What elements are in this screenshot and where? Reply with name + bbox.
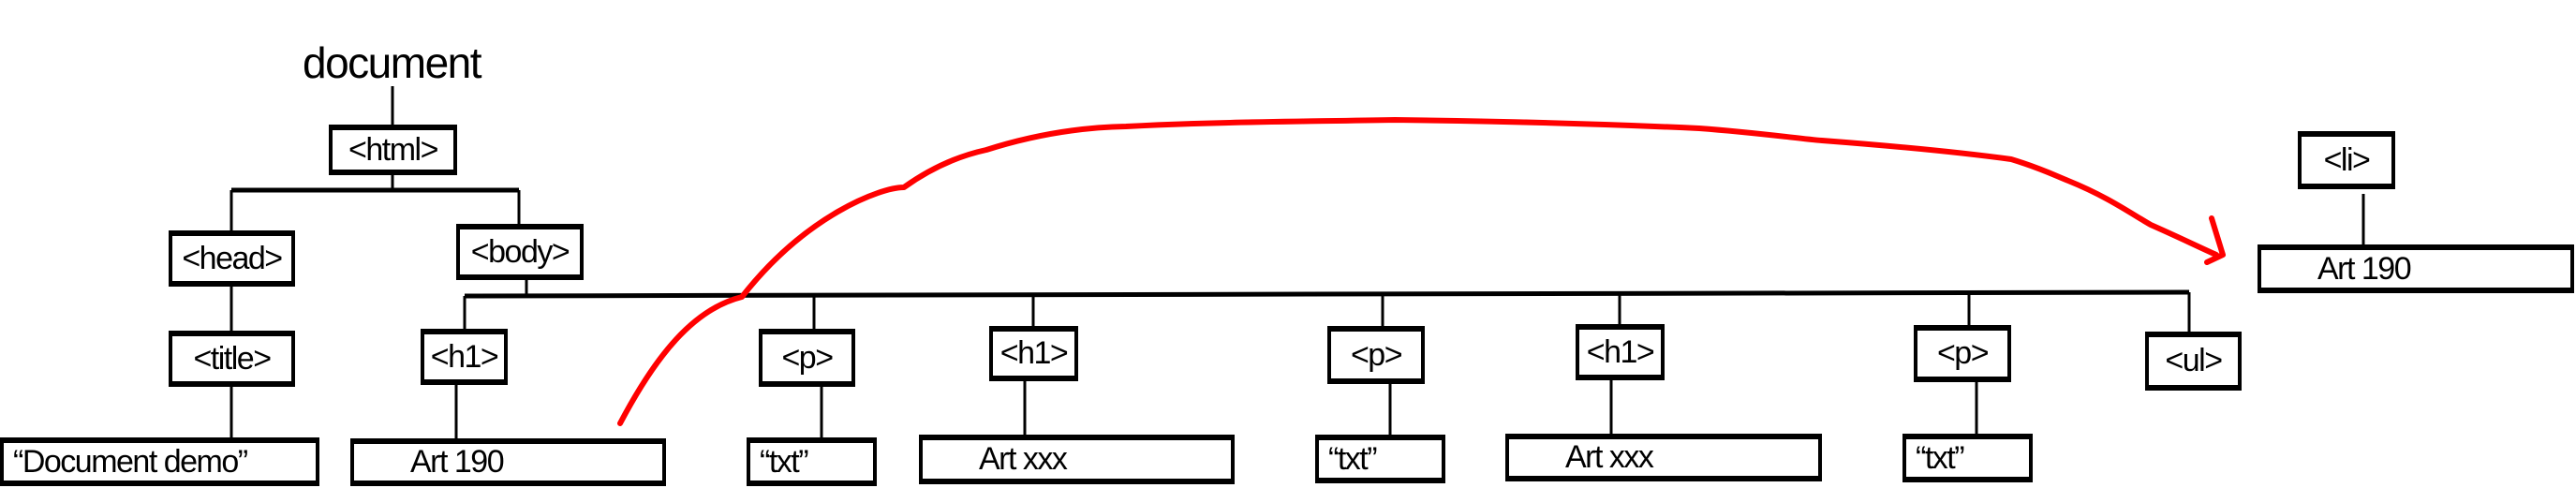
node-html: <html> xyxy=(329,125,457,175)
node-li-text: Art 190 xyxy=(2258,244,2574,293)
node-body: <body> xyxy=(456,224,584,280)
node-h1-1: <h1> xyxy=(421,329,508,385)
node-h1-1-text: Art 190 xyxy=(350,438,666,486)
red-arrow-curve xyxy=(617,117,2219,426)
node-head: <head> xyxy=(169,230,295,287)
node-h1-2-text: Art xxx xyxy=(919,435,1235,484)
node-p-3-text: “txt” xyxy=(1902,434,2033,482)
edge-body-bus xyxy=(464,289,2190,299)
document-root-label: document xyxy=(303,38,482,87)
node-h1-3-text: Art xxx xyxy=(1505,434,1822,481)
node-ul: <ul> xyxy=(2145,332,2242,391)
node-title-text: “Document demo” xyxy=(0,437,319,486)
node-p-1: <p> xyxy=(759,329,855,387)
red-arrowhead xyxy=(2204,215,2226,265)
node-p-3: <p> xyxy=(1914,325,2011,382)
node-h1-2: <h1> xyxy=(989,326,1078,381)
node-p-2-text: “txt” xyxy=(1315,435,1445,483)
node-p-1-text: “txt” xyxy=(747,437,877,486)
node-li: <li> xyxy=(2298,131,2395,189)
node-title: <title> xyxy=(169,331,295,387)
node-p-2: <p> xyxy=(1327,326,1425,384)
node-h1-3: <h1> xyxy=(1576,324,1665,380)
